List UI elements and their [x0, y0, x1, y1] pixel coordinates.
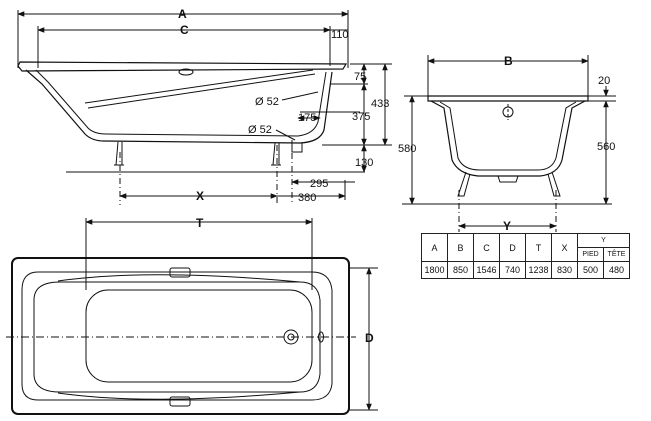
label-a: A — [178, 7, 187, 21]
front-tub-inner — [439, 101, 577, 171]
table-cell-x: 830 — [551, 261, 578, 279]
side-leg-left — [114, 141, 124, 166]
top-basin-bottom — [85, 289, 313, 383]
front-leg-right — [547, 171, 561, 197]
label-375: 375 — [352, 111, 370, 123]
label-b: B — [504, 54, 513, 68]
table-cell-y-pied: 500 — [577, 261, 604, 279]
table-cell-a: 1800 — [421, 261, 448, 279]
label-433: 433 — [371, 98, 389, 110]
label-130: 130 — [355, 157, 373, 169]
spec-table: A B C D T X Y PIED TÊTE 1800 850 1546 74… — [421, 233, 630, 279]
table-header-a: A — [421, 233, 448, 262]
top-grip-bottom — [57, 391, 301, 400]
side-leg-right — [271, 142, 281, 166]
label-dia52-bottom: Ø 52 — [248, 124, 272, 136]
label-580: 580 — [398, 143, 416, 155]
table-header-t: T — [525, 233, 552, 262]
table-subheader-row: PIED TÊTE — [422, 247, 630, 262]
front-rim — [427, 95, 589, 102]
label-75: 75 — [354, 71, 366, 83]
side-rim — [17, 61, 348, 72]
table-header-b: B — [447, 233, 474, 262]
label-x: X — [196, 189, 204, 203]
top-grip-top — [57, 274, 301, 283]
table-header-row: A B C D T X Y — [421, 233, 630, 262]
label-d: D — [365, 331, 374, 345]
dia52-leader-bottom — [275, 129, 296, 141]
top-handle-top — [169, 267, 191, 278]
table-cell-b: 850 — [447, 261, 474, 279]
top-rim-contour — [21, 271, 333, 401]
table-row: 1800 850 1546 740 1238 830 500 480 — [421, 261, 630, 279]
side-drain-pipe — [291, 143, 303, 153]
label-y: Y — [503, 219, 511, 233]
side-view — [17, 10, 392, 205]
label-110: 110 — [331, 29, 349, 41]
table-header-c: C — [473, 233, 500, 262]
dia52-leader-top — [281, 91, 319, 101]
top-outer-rim — [11, 257, 350, 415]
table-header-pied: PIED — [577, 247, 604, 262]
label-20: 20 — [598, 75, 610, 87]
side-tub-body — [25, 69, 333, 144]
table-header-y: Y — [577, 233, 630, 248]
label-295: 295 — [310, 178, 328, 190]
label-dia52-top: Ø 52 — [255, 96, 279, 108]
label-t: T — [196, 216, 204, 230]
side-tub-inner — [35, 69, 327, 137]
side-backrest-line2 — [87, 73, 316, 109]
table-cell-y-tete: 480 — [603, 261, 630, 279]
table-cell-d: 740 — [499, 261, 526, 279]
side-backrest-line — [84, 69, 314, 104]
table-header-x: X — [551, 233, 578, 262]
side-handle — [178, 68, 194, 76]
table-cell-t: 1238 — [525, 261, 552, 279]
table-header-tete: TÊTE — [603, 247, 630, 262]
front-view — [402, 55, 616, 232]
front-tub-body — [430, 100, 586, 177]
table-cell-c: 1546 — [473, 261, 500, 279]
front-drain — [497, 175, 519, 183]
front-leg-left — [457, 171, 471, 197]
label-175: 175 — [298, 112, 316, 124]
top-handle-bottom — [169, 396, 191, 407]
top-view — [6, 218, 378, 415]
table-header-d: D — [499, 233, 526, 262]
label-c: C — [180, 23, 189, 37]
label-380: 380 — [298, 192, 316, 204]
label-560: 560 — [597, 141, 615, 153]
